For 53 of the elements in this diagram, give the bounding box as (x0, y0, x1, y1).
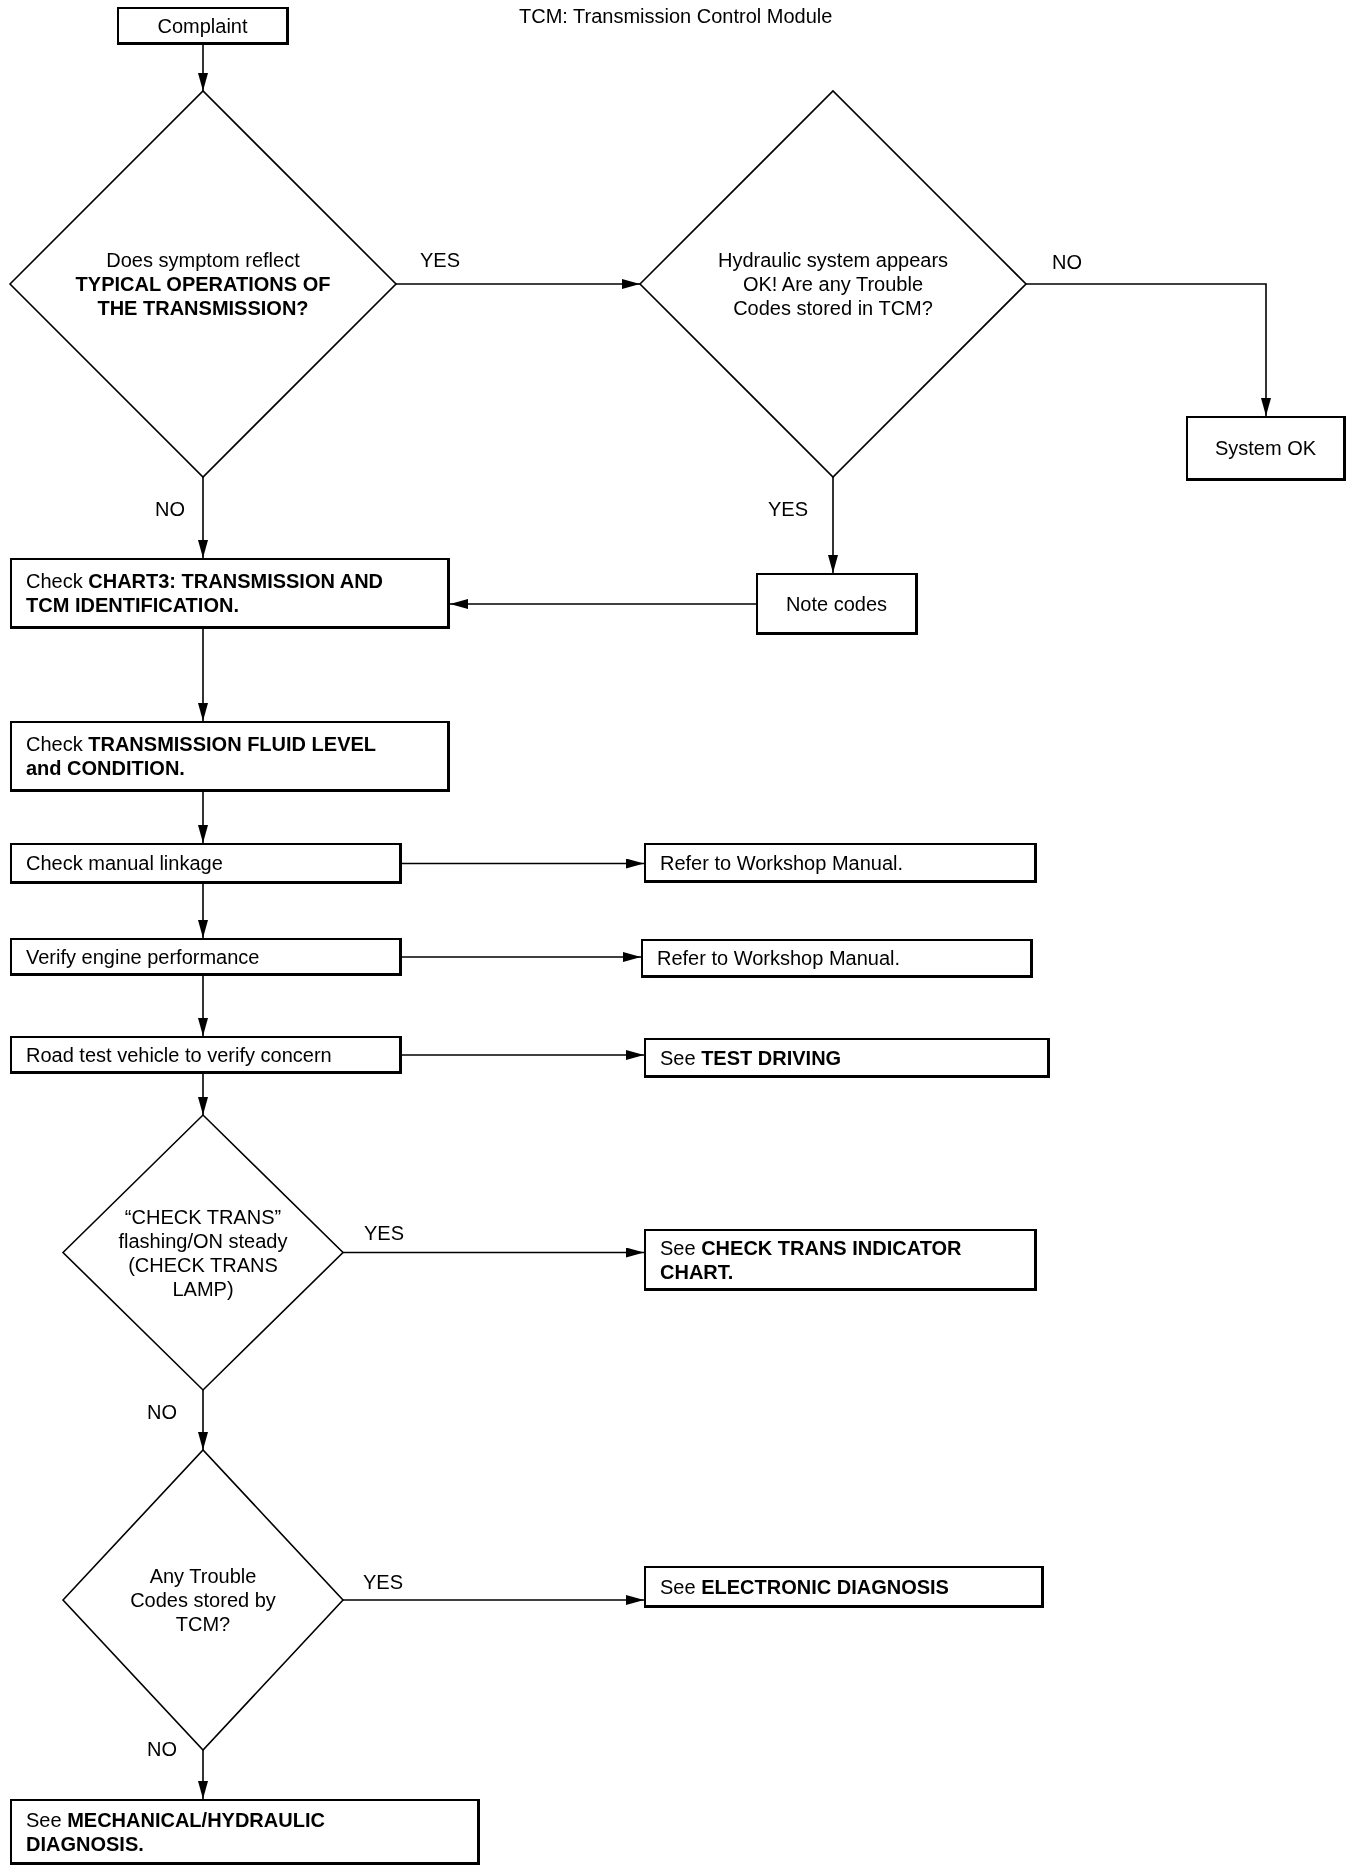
process-box (756, 573, 918, 635)
process-box (10, 1799, 480, 1865)
arrow (401, 952, 642, 962)
step-text: Refer to Workshop Manual. (657, 946, 901, 970)
decision-diamond (10, 91, 396, 477)
arrow (198, 975, 208, 1037)
arrow (198, 1749, 208, 1800)
process-box (644, 1229, 1037, 1291)
arrow (449, 599, 757, 609)
process-box (10, 843, 402, 884)
step-text: Check TRANSMISSION FLUID LEVEL and CONDITION. (26, 732, 377, 780)
arrow (395, 279, 641, 289)
process-box (641, 939, 1033, 978)
arrow (198, 44, 208, 92)
process-box (10, 938, 402, 976)
decision-diamond (63, 1115, 343, 1390)
question-text: Does symptom reflect TYPICAL OPERATIONS OF THE TRANSMISSION? (75, 248, 331, 320)
step-text: Refer to Workshop Manual. (660, 850, 904, 875)
process-box (644, 1566, 1044, 1608)
process-box (10, 1036, 402, 1074)
arrow (198, 476, 208, 559)
step-text: Road test vehicle to verify concern (26, 1042, 332, 1067)
step-text: Check CHART3: TRANSMISSION AND TCM IDENTIFICATION. (26, 569, 385, 617)
arrow (828, 476, 838, 574)
process-box (10, 721, 450, 792)
process-box (644, 1038, 1050, 1078)
step-text: Check manual linkage (26, 851, 223, 875)
step-text: See ELECTRONIC DIAGNOSIS (660, 1574, 949, 1599)
arrow (198, 628, 208, 722)
arrow (342, 1595, 645, 1605)
question-text: “CHECK TRANS” flashing/ON steady (CHECK TRANS LAMP) (117, 1204, 289, 1301)
arrow (198, 1389, 208, 1451)
step-text: Note codes (785, 591, 888, 616)
arrow (198, 883, 208, 939)
process-box (10, 558, 450, 629)
question-text: Hydraulic system appears OK! Are any Trouble Codes stored in TCM? (716, 248, 950, 320)
step-text: Verify engine performance (26, 944, 260, 969)
arrow (342, 1247, 645, 1258)
arrow (198, 791, 208, 844)
arrow (401, 858, 645, 869)
start-box (117, 7, 289, 45)
process-box (644, 843, 1037, 883)
step-text: Complaint (157, 13, 248, 38)
decision-diamond (640, 91, 1026, 477)
end-box (1186, 416, 1346, 481)
arrow (198, 1073, 208, 1116)
step-text: See TEST DRIVING (660, 1045, 842, 1070)
arrow (1025, 283, 1271, 417)
step-text: See MECHANICAL/HYDRAULIC DIAGNOSIS. (26, 1807, 326, 1856)
step-text: System OK (1214, 436, 1317, 460)
step-text: See CHECK TRANS INDICATOR CHART. (660, 1235, 963, 1284)
question-text: Any Trouble Codes stored by TCM? (129, 1564, 277, 1636)
arrow (401, 1050, 645, 1060)
